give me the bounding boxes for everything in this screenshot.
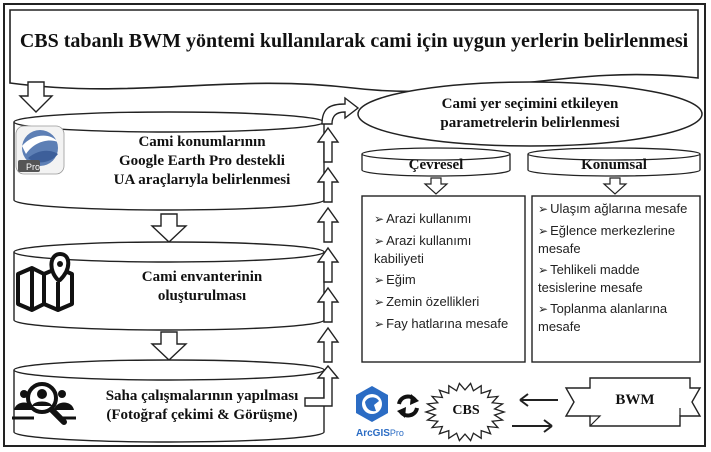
step-2-line-2: oluşturulması bbox=[157, 288, 247, 304]
arcgis-pro-text: Pro bbox=[389, 428, 404, 438]
cevresel-item: ➢Zemin özellikleri bbox=[374, 293, 520, 311]
konumsal-header bbox=[527, 147, 701, 177]
arrow-bullet-icon: ➢ bbox=[538, 224, 549, 238]
bwm-ribbon bbox=[564, 377, 702, 427]
cevresel-item: ➢Eğim bbox=[374, 271, 520, 289]
step-2-line-1: Cami envanterinin bbox=[141, 269, 263, 285]
konumsal-item: ➢Ulaşım ağlarına mesafe bbox=[538, 200, 698, 218]
cevresel-heading: Çevresel bbox=[408, 157, 464, 173]
konumsal-heading: Konumsal bbox=[581, 157, 647, 173]
cevresel-item-label: Eğim bbox=[386, 272, 416, 287]
pro-badge: Pro bbox=[25, 162, 40, 172]
down-arrow-konumsal bbox=[602, 177, 628, 195]
cevresel-item-label: Fay hatlarına mesafe bbox=[386, 316, 509, 331]
cevresel-list: ➢Arazi kullanımı➢Arazi kullanımı kabiliy… bbox=[374, 210, 520, 337]
arcgis-text: ArcGIS bbox=[356, 428, 390, 439]
cevresel-item: ➢Fay hatlarına mesafe bbox=[374, 315, 520, 333]
down-arrow-cevresel bbox=[423, 177, 449, 195]
step-3-line-2: (Fotoğraf çekimi & Görüşme) bbox=[106, 407, 298, 423]
arrow-bullet-icon: ➢ bbox=[374, 234, 385, 248]
bwm-label: BWM bbox=[615, 392, 655, 408]
down-arrow-1 bbox=[18, 81, 54, 113]
cevresel-item: ➢Arazi kullanımı bbox=[374, 210, 520, 228]
cevresel-header bbox=[361, 147, 511, 177]
cevresel-item-label: Arazi kullanımı kabiliyeti bbox=[374, 233, 472, 266]
parameters-title: Cami yer seçimini etkileyen parametreler… bbox=[360, 95, 700, 133]
cevresel-item-label: Zemin özellikleri bbox=[386, 294, 480, 309]
double-arrows bbox=[512, 393, 558, 433]
cevresel-box bbox=[361, 195, 526, 363]
cevresel-item-label: Arazi kullanımı bbox=[386, 211, 472, 226]
map-pin-icon bbox=[16, 252, 74, 312]
konumsal-item-label: Tehlikeli madde tesislerine mesafe bbox=[538, 262, 643, 295]
arrow-bullet-icon: ➢ bbox=[374, 212, 385, 226]
konumsal-item: ➢Toplanma alanlarına mesafe bbox=[538, 300, 698, 335]
konumsal-item-label: Ulaşım ağlarına mesafe bbox=[550, 201, 688, 216]
google-earth-pro-icon bbox=[15, 125, 65, 175]
people-search-icon bbox=[12, 382, 76, 425]
step-1-line-1: Cami konumlarının bbox=[138, 134, 266, 150]
cevresel-item: ➢Arazi kullanımı kabiliyeti bbox=[374, 232, 520, 267]
konumsal-item-label: Eğlence merkezlerine mesafe bbox=[538, 223, 676, 256]
konumsal-item-label: Toplanma alanlarına mesafe bbox=[538, 301, 668, 334]
down-arrow-3 bbox=[150, 331, 188, 361]
arrow-bullet-icon: ➢ bbox=[374, 295, 385, 309]
step-1-line-3: UA araçlarıyla belirlenmesi bbox=[113, 172, 291, 188]
step-2-text: Cami envanterinin oluşturulması bbox=[80, 268, 324, 306]
bent-arrow-bottom bbox=[304, 364, 340, 407]
arrow-bullet-icon: ➢ bbox=[374, 273, 385, 287]
step-3-line-1: Saha çalışmalarının yapılması bbox=[105, 388, 299, 404]
arrow-bullet-icon: ➢ bbox=[374, 317, 385, 331]
diagram-title: CBS tabanlı BWM yöntemi kullanılarak cam… bbox=[19, 30, 689, 52]
cylinder-step-2 bbox=[13, 241, 325, 331]
step-3-text: Saha çalışmalarının yapılması (Fotoğraf … bbox=[82, 387, 322, 425]
konumsal-item: ➢Eğlence merkezlerine mesafe bbox=[538, 222, 698, 257]
konumsal-box bbox=[531, 195, 701, 363]
arcgis-pro-label: ArcGISPro bbox=[356, 428, 416, 439]
down-arrow-2 bbox=[150, 213, 188, 243]
step-1-line-2: Google Earth Pro destekli bbox=[119, 153, 285, 169]
parameters-ellipse bbox=[357, 81, 703, 147]
arrow-bullet-icon: ➢ bbox=[538, 202, 549, 216]
cylinder-step-3 bbox=[13, 359, 325, 443]
arrow-bullet-icon: ➢ bbox=[538, 263, 549, 277]
cbs-label: CBS bbox=[452, 403, 480, 418]
title-banner bbox=[9, 9, 699, 93]
sync-icon bbox=[397, 394, 419, 418]
up-arrows bbox=[316, 126, 340, 363]
curved-arrow-top bbox=[321, 96, 360, 125]
cbs-starburst bbox=[423, 382, 507, 442]
konumsal-list: ➢Ulaşım ağlarına mesafe➢Eğlence merkezle… bbox=[538, 200, 698, 339]
konumsal-item: ➢Tehlikeli madde tesislerine mesafe bbox=[538, 261, 698, 296]
parameters-line-1: Cami yer seçimini etkileyen bbox=[441, 96, 619, 112]
arrow-bullet-icon: ➢ bbox=[538, 302, 549, 316]
step-1-text: Cami konumlarının Google Earth Pro deste… bbox=[80, 133, 324, 190]
parameters-line-2: parametrelerin belirlenmesi bbox=[440, 115, 620, 131]
diagram-frame bbox=[3, 3, 706, 447]
arcgis-pro-logo bbox=[356, 386, 388, 422]
